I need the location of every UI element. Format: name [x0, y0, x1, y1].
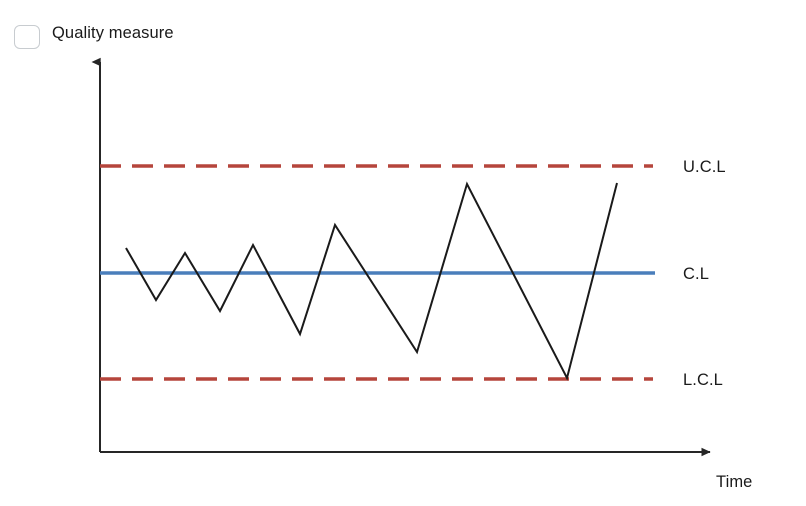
- empty-checkbox-icon: [14, 25, 40, 49]
- center-line-label: C.L: [683, 265, 709, 283]
- x-axis-title: Time: [716, 473, 753, 491]
- y-axis-title: Quality measure: [52, 24, 174, 42]
- lower-control-limit-label: L.C.L: [683, 371, 723, 389]
- upper-control-limit-label: U.C.L: [683, 158, 726, 176]
- data-series-line: [125, 181, 618, 381]
